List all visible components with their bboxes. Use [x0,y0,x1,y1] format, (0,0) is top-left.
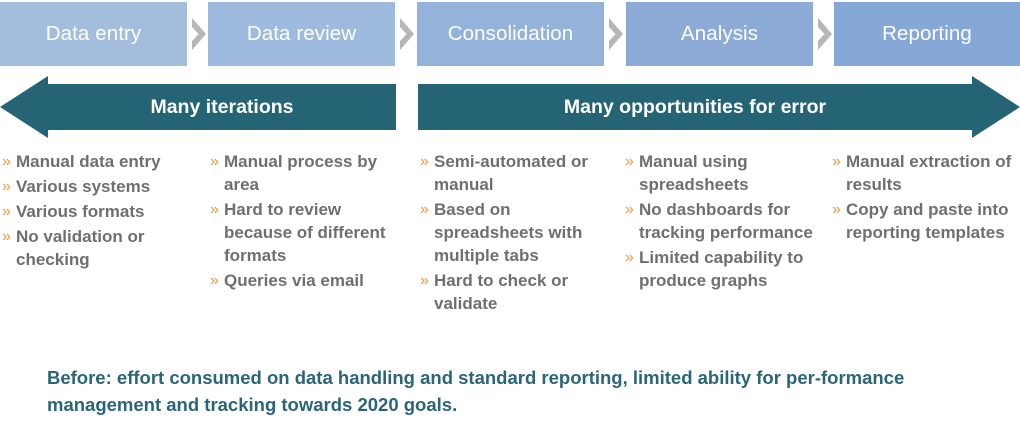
bullet-column-data-entry: » Manual data entry » Various systems » Vario… [2,150,202,273]
bullet-column-analysis: » Manual using spreadsheets » No dashboards… [625,150,825,294]
arrow-label: Many iterations [150,95,294,118]
bullet-text: Manual using spreadsheets [639,152,749,194]
bullet-marker-icon: » [2,203,11,220]
stage-label: Consolidation [447,22,574,45]
bullet-text: No validation or checking [16,227,145,269]
bullet-item: » Semi-automated or manual [420,150,620,196]
bullet-text: Queries via email [224,271,364,290]
bullet-marker-icon: » [625,249,634,266]
stage-label: Analysis [680,22,759,45]
stage-label: Reporting [882,22,972,45]
bullet-item: » Limited capability to produce graphs [625,246,825,292]
bullet-marker-icon: » [625,153,634,170]
bullet-item: » Based on spreadsheets with multiple tab… [420,198,620,267]
bullet-item: » Various formats [2,200,202,223]
caption-lead: Before: [47,367,112,388]
bullet-marker-icon: » [2,153,11,170]
chevron-right-icon [814,2,836,66]
stage-box-5[interactable]: Reporting [834,2,1020,66]
stage-box-3[interactable]: Consolidation [417,2,604,66]
bullet-item: » Manual using spreadsheets [625,150,825,196]
bullet-marker-icon: » [2,178,11,195]
bullet-marker-icon: » [832,201,841,218]
arrow-banner-1: Many iterations [0,76,396,138]
caption: Before: effort consumed on data handling… [47,364,962,418]
stage-box-4[interactable]: Analysis [626,2,813,66]
stage-label: Data review [246,22,357,45]
stage-box-2[interactable]: Data review [208,2,395,66]
bullet-text: No dashboards for tracking performance [639,200,813,242]
bullet-text: Manual extraction of results [846,152,1012,194]
arrow-banner-row: Many iterations Many opportunities for er… [0,76,1020,138]
bullet-marker-icon: » [832,153,841,170]
arrow-label: Many opportunities for error [563,95,827,118]
stage-label: Data entry [45,22,142,45]
bullet-column-reporting: » Manual extraction of results » Copy and p… [832,150,1020,246]
bullet-marker-icon: » [420,201,429,218]
bullet-marker-icon: » [210,272,219,289]
bullet-text: Manual process by area [224,152,378,194]
caption-body: effort consumed on data handling and sta… [47,367,905,415]
bullet-marker-icon: » [420,153,429,170]
bullet-text: Based on spreadsheets with multiple tabs [434,200,583,265]
chevron-right-icon [396,2,418,66]
bullet-text: Limited capability to produce graphs [639,248,804,290]
stage-box-1[interactable]: Data entry [0,2,187,66]
bullet-item: » Queries via email [210,269,410,292]
bullet-marker-icon: » [210,201,219,218]
bullet-marker-icon: » [210,153,219,170]
bullet-marker-icon: » [420,272,429,289]
bullet-text: Hard to check or validate [434,271,569,313]
bullet-text: Various formats [16,202,145,221]
bullet-text: Semi-automated or manual [434,152,588,194]
bullet-marker-icon: » [625,201,634,218]
process-stage-row: Data entry Data review Consolidation Analys… [0,2,1020,66]
chevron-right-icon [605,2,627,66]
arrow-banner-2: Many opportunities for error [418,76,1020,138]
bullet-column-data-review: » Manual process by area » Hard to review b… [210,150,410,294]
bullet-text: Hard to review because of different form… [224,200,386,265]
bullet-item: » Manual data entry [2,150,202,173]
bullet-item: » No validation or checking [2,225,202,271]
bullet-item: » No dashboards for tracking performance [625,198,825,244]
bullet-text: Manual data entry [16,152,161,171]
bullet-columns: » Manual data entry » Various systems » Vario… [0,150,1020,345]
bullet-text: Copy and paste into reporting templates [846,200,1009,242]
bullet-item: » Manual process by area [210,150,410,196]
bullet-marker-icon: » [2,228,11,245]
bullet-text: Various systems [16,177,151,196]
bullet-item: » Hard to review because of different for… [210,198,410,267]
bullet-column-consolidation: » Semi-automated or manual » Based on sprea… [420,150,620,317]
bullet-item: » Various systems [2,175,202,198]
bullet-item: » Manual extraction of results [832,150,1020,196]
chevron-right-icon [188,2,210,66]
bullet-item: » Copy and paste into reporting templates [832,198,1020,244]
bullet-item: » Hard to check or validate [420,269,620,315]
